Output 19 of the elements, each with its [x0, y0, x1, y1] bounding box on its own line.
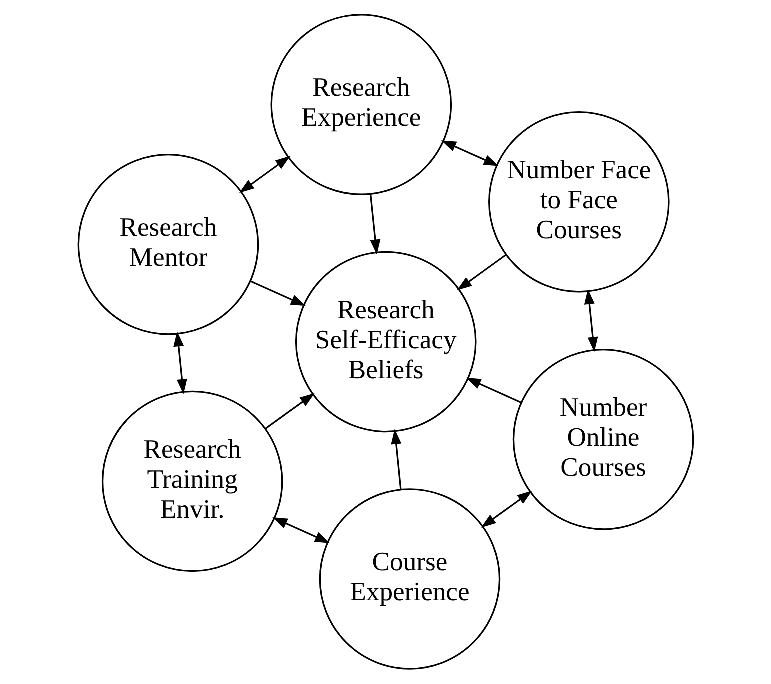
node-circle: Research Mentor: [77, 154, 259, 336]
arrow: [440, 140, 499, 166]
node-circle: Research Self-Efficacy Beliefs: [294, 251, 476, 433]
node-circle: Course Experience: [318, 488, 500, 670]
arrow: [584, 289, 598, 352]
arrow: [390, 429, 402, 490]
arrow: [238, 156, 290, 194]
arrow: [480, 490, 532, 528]
arrow: [272, 517, 330, 544]
node-circle: Research Experience: [270, 14, 452, 196]
node-circle: Number Face to Face Courses: [488, 112, 670, 293]
arrow: [466, 378, 522, 404]
node-circle: Number Online Courses: [512, 348, 694, 530]
arrow: [250, 280, 306, 306]
arrow: [369, 194, 380, 255]
arrow: [456, 254, 506, 291]
arrow: [173, 332, 187, 394]
node-circle: Research Training Envir.: [101, 390, 283, 572]
arrow: [264, 393, 314, 430]
